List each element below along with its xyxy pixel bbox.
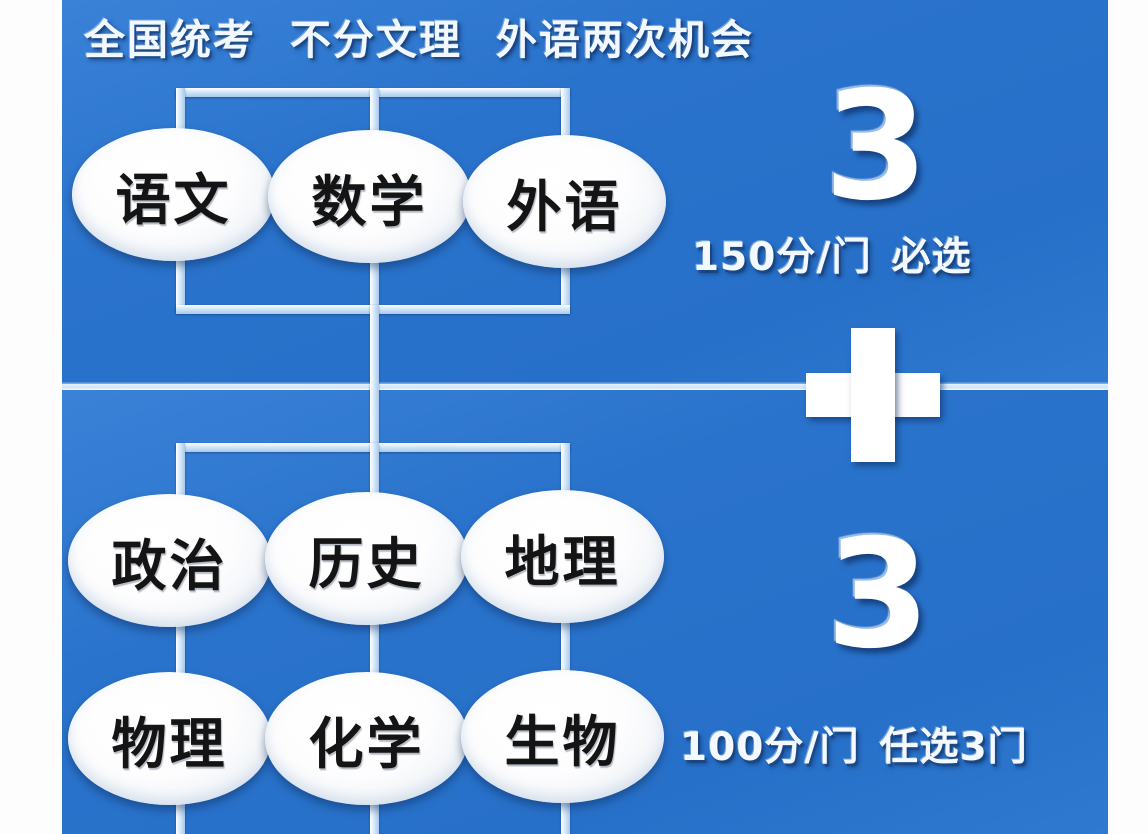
connector-top-stem-right <box>561 88 570 158</box>
subject-label-chinese: 语文 <box>115 167 232 232</box>
subject-label-geography: 地理 <box>504 529 621 594</box>
header-part-1: 全国统考 <box>84 16 256 64</box>
connector-top-stem-left <box>176 88 185 150</box>
required-rule-note: 必选 <box>891 235 972 280</box>
subject-node-history[interactable]: 历史 <box>265 492 468 625</box>
subject-label-politics: 政治 <box>111 533 228 598</box>
required-score-note: 150分/门 <box>692 235 872 280</box>
subject-node-politics[interactable]: 政治 <box>68 494 271 627</box>
subject-label-chemistry: 化学 <box>308 711 425 776</box>
subject-label-biology: 生物 <box>504 709 621 774</box>
connector-row3-stem-left <box>176 612 185 678</box>
connector-center-spine <box>370 305 379 453</box>
connector-row3-stem-right <box>561 612 570 678</box>
elective-rule-note: 任选3门 <box>879 725 1028 770</box>
elective-count: 3 <box>826 508 931 682</box>
subject-node-chemistry[interactable]: 化学 <box>265 672 468 805</box>
connector-top-stem-center <box>370 88 379 148</box>
connector-row2-stem-center <box>370 443 379 507</box>
subject-label-history: 历史 <box>308 531 425 596</box>
subject-label-math: 数学 <box>311 169 428 234</box>
plus-sign <box>806 328 940 462</box>
required-caption: 150分/门必选 <box>692 226 972 282</box>
subject-node-chinese[interactable]: 语文 <box>72 128 275 261</box>
connector-row3-tail-right <box>561 790 570 834</box>
header-part-2: 不分文理 <box>290 16 462 64</box>
subject-node-biology[interactable]: 生物 <box>461 670 664 803</box>
subject-label-physics: 物理 <box>111 711 228 776</box>
required-count: 3 <box>824 60 929 234</box>
connector-row1-drop-center <box>370 248 379 312</box>
connector-row3-tail-left <box>176 790 185 834</box>
header-band: 全国统考不分文理外语两次机会 <box>62 4 1108 68</box>
header-part-3: 外语两次机会 <box>496 16 754 64</box>
elective-caption: 100分/门任选3门 <box>680 716 1028 772</box>
connector-row2-stem-left <box>176 443 185 509</box>
connector-row2-stem-right <box>561 443 570 509</box>
elective-score-note: 100分/门 <box>680 725 860 770</box>
connector-row3-tail-center <box>370 790 379 834</box>
subject-label-foreign: 外语 <box>506 174 623 239</box>
plus-sign-vertical-bar <box>851 328 895 462</box>
connector-row3-stem-center <box>370 612 379 678</box>
panel-divider <box>62 382 1108 390</box>
connector-row1-drop-left <box>176 248 185 312</box>
header-title: 全国统考不分文理外语两次机会 <box>84 6 754 66</box>
subject-node-geography[interactable]: 地理 <box>461 490 664 623</box>
subject-node-math[interactable]: 数学 <box>268 130 471 263</box>
subject-node-physics[interactable]: 物理 <box>68 672 271 805</box>
subject-node-foreign[interactable]: 外语 <box>463 135 666 268</box>
connector-row1-drop-right <box>561 248 570 312</box>
